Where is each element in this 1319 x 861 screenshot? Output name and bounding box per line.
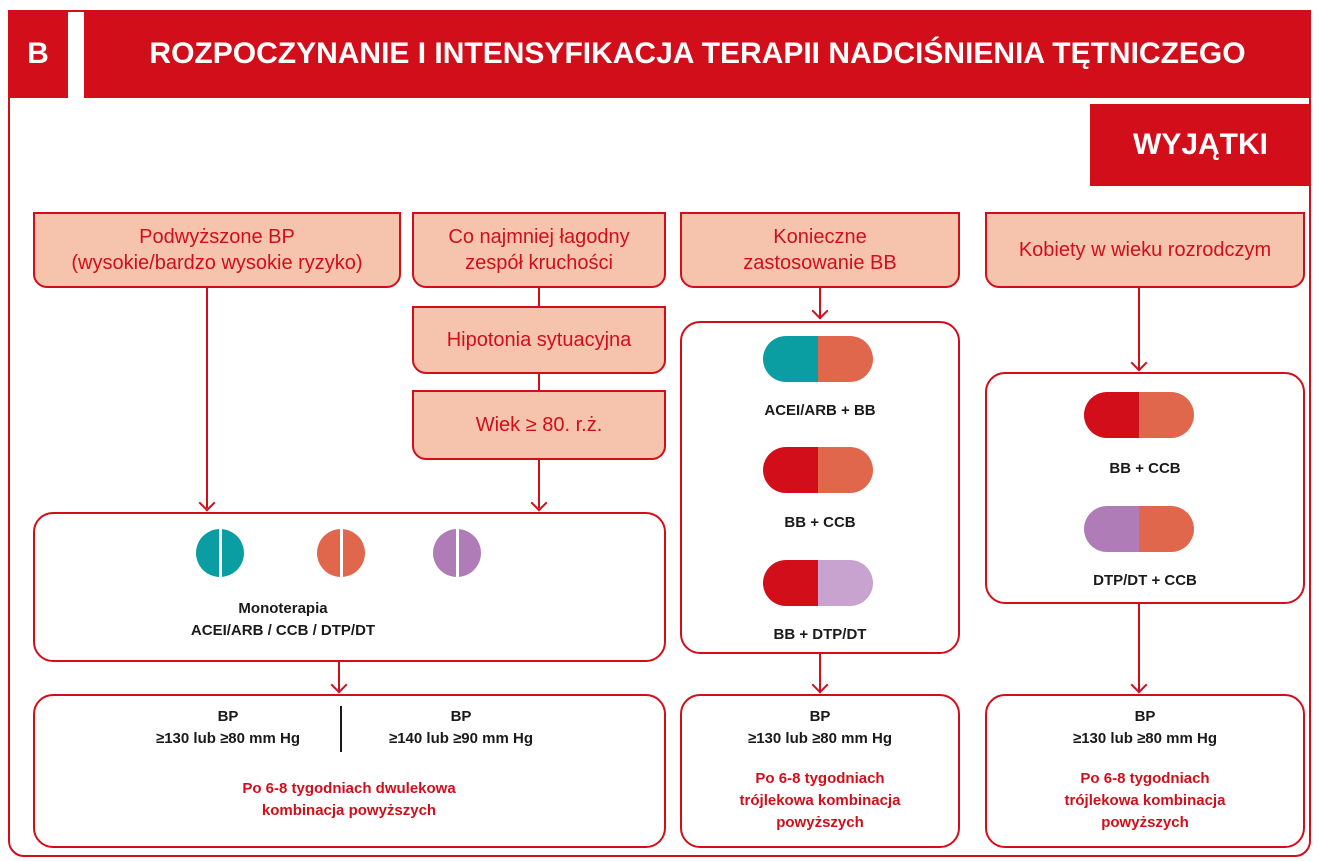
connector-line [1138,604,1140,692]
women-bp-box [985,694,1305,848]
frailty-line1: Co najmniej łagodny [448,226,630,248]
bp-left-value: ≥130 lub ≥80 mm Hg [155,730,300,747]
women-combo2-label: DTP/DT + CCB [1093,572,1197,589]
connector-line [538,460,540,508]
bb-dtp-dt-capsule-icon [763,560,873,606]
connector-line [819,288,821,318]
ccb-tablet-icon [317,529,365,577]
monotherapy-drugs: ACEI/ARB / CCB / DTP/DT [190,622,376,639]
exceptions-tab: WYJĄTKI [1090,104,1311,186]
bp-left-title: BP [217,708,239,725]
bp-right-value: ≥140 lub ≥90 mm Hg [388,730,533,747]
hypotension-label: Hipotonia sytuacyjna [446,329,632,351]
followup-line2: kombinacja powyższych [261,802,437,819]
followup-line1: Po 6-8 tygodniach dwulekowa [242,780,456,797]
elevated-bp-title: Podwyższone BP [139,226,295,248]
women-box: Kobiety w wieku rozrodczym [985,212,1305,288]
elevated-bp-risk: (wysokie/bardzo wysokie ryzyko) [71,252,363,274]
women-combinations-box [985,372,1305,604]
bp-right-title: BP [450,708,472,725]
bb-ccb-capsule-icon [763,447,873,493]
bb-bp-value: ≥130 lub ≥80 mm Hg [747,730,892,747]
women-combo1-label: BB + CCB [1109,460,1181,477]
frailty-box: Co najmniej łagodny zespół kruchości [412,212,666,288]
bb-required-line2: zastosowanie BB [743,252,897,274]
frailty-line2: zespół kruchości [465,252,613,274]
bb-followup-line1: Po 6-8 tygodniach [755,770,885,787]
hypotension-box: Hipotonia sytuacyjna [412,306,666,374]
connector-line [538,288,540,306]
connector-line [206,288,208,508]
bb-required-box: Konieczne zastosowanie BB [680,212,960,288]
women-label: Kobiety w wieku rozrodczym [1018,239,1272,261]
bb-bp-title: BP [809,708,831,725]
age-box: Wiek ≥ 80. r.ż. [412,390,666,460]
bb-followup-line2: trójlekowa kombinacja [739,792,901,809]
bb-ccb-capsule-icon [1084,392,1194,438]
bb-followup-line3: powyższych [776,814,864,831]
elevated-bp-box: Podwyższone BP (wysokie/bardzo wysokie r… [33,212,401,288]
connector-line [819,654,821,692]
women-followup-line2: trójlekowa kombinacja [1064,792,1226,809]
bb-combo2-label: BB + CCB [784,514,856,531]
acei-arb-tablet-icon [196,529,244,577]
monotherapy-title: Monoterapia [238,600,328,617]
women-followup-line1: Po 6-8 tygodniach [1080,770,1210,787]
bb-bp-box [680,694,960,848]
women-bp-value: ≥130 lub ≥80 mm Hg [1072,730,1217,747]
acei-arb-bb-capsule-icon [763,336,873,382]
connector-line [1138,288,1140,370]
age-label: Wiek ≥ 80. r.ż. [475,414,603,436]
bp-divider [340,706,342,752]
dtp-dt-tablet-icon [433,529,481,577]
bb-combo3-label: BB + DTP/DT [773,626,867,643]
bb-combo1-label: ACEI/ARB + BB [764,402,876,419]
panel-badge: B [8,10,68,98]
women-bp-title: BP [1134,708,1156,725]
women-followup-line3: powyższych [1101,814,1189,831]
monotherapy-box [33,512,666,662]
connector-line [338,662,340,692]
panel-title: ROZPOCZYNANIE I INTENSYFIKACJA TERAPII N… [84,10,1311,98]
dtp-dt-ccb-capsule-icon [1084,506,1194,552]
connector-line [538,374,540,390]
bp-threshold-box [33,694,666,848]
bb-required-line1: Konieczne [773,226,867,248]
